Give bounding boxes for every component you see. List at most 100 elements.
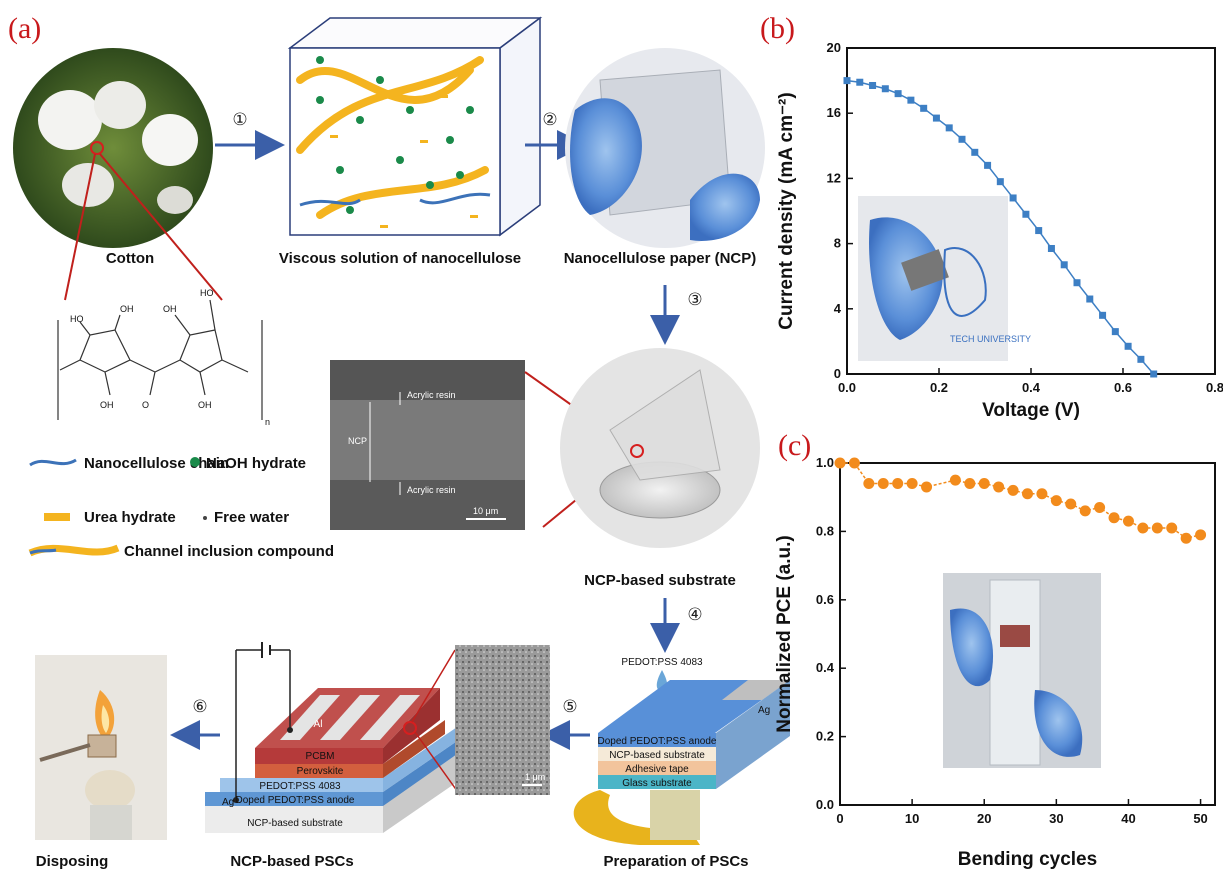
legend-urea-swatch	[44, 513, 70, 521]
mol-ho: HO	[200, 288, 214, 298]
data-point	[1065, 498, 1077, 510]
data-point	[1094, 501, 1106, 513]
step-5: ⑤	[562, 697, 577, 717]
data-point	[1195, 529, 1207, 541]
data-point	[1050, 495, 1062, 507]
data-point	[921, 481, 933, 493]
data-point	[881, 85, 889, 93]
x-tick-label: 10	[905, 811, 919, 826]
data-point	[1007, 484, 1019, 496]
device-layer-4: Doped PEDOT:PSS anode	[236, 795, 355, 806]
inset-text: TECH UNIVERSITY	[950, 334, 1031, 344]
data-point	[945, 124, 953, 132]
data-point	[848, 457, 860, 469]
data-point	[856, 78, 864, 86]
x-tick-label: 0	[836, 811, 843, 826]
plot-frame	[839, 462, 1216, 806]
mol-oh: OH	[120, 304, 134, 314]
legend-naoh: NaOH hydrate	[206, 455, 306, 472]
zoom-line	[99, 153, 223, 301]
data-point	[1137, 355, 1145, 363]
data-point	[971, 148, 979, 156]
zoom-marker	[90, 141, 104, 155]
y-tick-label: 8	[834, 236, 841, 251]
data-point	[1022, 488, 1033, 500]
data-point	[920, 104, 928, 112]
panel-label-a: (a)	[8, 12, 41, 45]
prep-stack	[573, 680, 790, 845]
data-point	[863, 478, 875, 490]
device-al: Al	[314, 719, 323, 730]
cellulose-molecule	[57, 299, 263, 420]
cotton-photo	[13, 48, 213, 248]
y-tick-label: 0.8	[816, 523, 834, 538]
prep-layer-4: Glass substrate	[622, 778, 692, 789]
zoom-line	[64, 153, 96, 301]
legend: Nanocellulose chain NaOH hydrate Urea hy…	[28, 455, 334, 560]
device-layer-5: NCP-based substrate	[247, 818, 343, 829]
legend-water: Free water	[214, 509, 289, 526]
legend-chain-swatch	[29, 458, 77, 467]
mol-oh: OH	[163, 304, 177, 314]
prep-layer-1: Doped PEDOT:PSS anode	[598, 736, 717, 747]
data-point	[892, 478, 904, 490]
y-tick-label: 4	[834, 301, 842, 316]
data-point	[958, 135, 966, 143]
solution-label: Viscous solution of nanocellulose	[279, 250, 521, 267]
pce-inset-photo	[943, 573, 1101, 768]
x-tick-label: 30	[1049, 811, 1063, 826]
sem-ncp: NCP	[348, 436, 367, 446]
data-point	[984, 161, 992, 169]
data-point	[1079, 505, 1091, 517]
data-point	[1111, 328, 1119, 336]
prep-ag: Ag	[758, 705, 770, 716]
step-2: ②	[542, 110, 557, 130]
data-point	[1108, 512, 1120, 524]
data-point	[1035, 227, 1043, 235]
data-point	[907, 96, 915, 104]
data-point	[1047, 244, 1055, 252]
preparation-label: Preparation of PSCs	[603, 853, 748, 870]
data-point	[1150, 370, 1158, 378]
pscs-label: NCP-based PSCs	[230, 853, 353, 870]
data-point	[1036, 488, 1048, 500]
data-point	[932, 114, 940, 122]
x-axis-title: Bending cycles	[958, 849, 1097, 870]
y-axis-title: Normalized PCE (a.u.)	[774, 535, 795, 732]
cotton-label: Cotton	[106, 250, 154, 267]
data-point	[834, 457, 846, 469]
sem-image	[330, 360, 525, 530]
data-point	[993, 481, 1005, 493]
step-3: ③	[687, 290, 702, 310]
device-layer-3: PEDOT:PSS 4083	[259, 781, 341, 792]
device-layer-2: Perovskite	[297, 766, 344, 777]
step-4: ④	[687, 605, 702, 625]
y-tick-label: 0.0	[816, 797, 834, 812]
data-point	[906, 478, 918, 490]
x-tick-label: 20	[977, 811, 991, 826]
data-point	[964, 478, 976, 490]
y-axis-title: Current density (mA cm⁻²)	[776, 92, 797, 329]
x-tick-label: 40	[1121, 811, 1135, 826]
y-tick-label: 12	[827, 170, 841, 185]
legend-urea: Urea hydrate	[84, 509, 176, 526]
x-tick-label: 0.4	[1022, 380, 1041, 395]
x-tick-label: 50	[1193, 811, 1207, 826]
data-point	[1137, 522, 1149, 534]
data-point	[843, 77, 851, 85]
prep-layer-3: Adhesive tape	[625, 764, 689, 775]
y-tick-label: 0.4	[816, 660, 835, 675]
data-point	[1124, 342, 1132, 350]
step-6: ⑥	[192, 697, 207, 717]
mol-o: O	[142, 400, 149, 410]
prep-layer-2: NCP-based substrate	[609, 750, 705, 761]
device-stack	[205, 642, 461, 833]
y-tick-label: 1.0	[816, 455, 834, 470]
data-point	[877, 478, 889, 490]
ncp-paper-photo	[565, 48, 765, 248]
data-point	[996, 178, 1004, 186]
legend-naoh-swatch	[190, 457, 200, 467]
data-point	[1086, 295, 1094, 303]
